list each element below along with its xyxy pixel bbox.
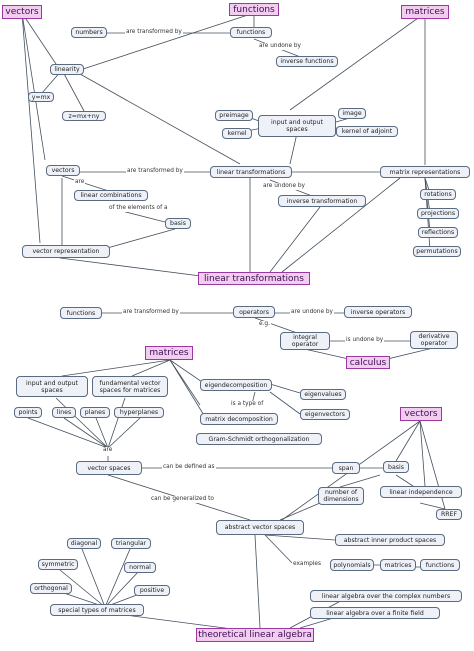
node-rotations: rotations (420, 189, 456, 200)
edge-label-eg: e.g. (258, 321, 271, 328)
node-orthogonal: orthogonal (30, 583, 72, 594)
edge-label-transformed-by-2: are transformed by (126, 168, 184, 175)
node-points: points (14, 407, 42, 418)
node-y-mx: y=mx (28, 92, 54, 102)
edge-label-are-2: are (102, 447, 114, 454)
hub-vectors-bottom: vectors (400, 407, 442, 421)
node-lines: lines (52, 407, 76, 418)
node-diagonal: diagonal (67, 538, 101, 549)
node-linear-combinations: linear combinations (74, 190, 148, 201)
node-integral-operator: integral operator (280, 332, 330, 350)
node-functions: functions (230, 27, 272, 38)
node-normal: normal (124, 562, 156, 573)
node-reflections: reflections (418, 227, 458, 238)
edge-label-generalized-to: can be generalized to (150, 496, 215, 503)
node-symmetric: symmetric (38, 559, 78, 570)
node-hyperplanes: hyperplanes (114, 407, 164, 418)
node-linear-independence: linear independence (380, 486, 462, 498)
node-linearity: linearity (50, 64, 84, 75)
edge-label-defined-as: can be defined as (162, 464, 216, 471)
node-inverse-transformation: inverse transformation (278, 195, 366, 207)
node-positive: positive (134, 585, 170, 596)
node-input-output-spaces: input and output spaces (258, 115, 336, 137)
hub-theoretical-linear-algebra: theoretical linear algebra (196, 628, 314, 642)
node-abstract-inner-product-spaces: abstract inner product spaces (335, 534, 445, 546)
hub-matrices-mid: matrices (145, 346, 193, 360)
node-basis-top: basis (165, 218, 191, 229)
hub-functions-top: functions (229, 3, 279, 16)
hub-calculus: calculus (346, 356, 390, 369)
node-special-types-of-matrices: special types of matrices (50, 604, 144, 616)
node-linear-transformations: linear transformations (210, 166, 292, 178)
node-basis-bottom: basis (383, 461, 409, 473)
node-input-output-spaces-2: input and output spaces (16, 376, 88, 397)
node-numbers: numbers (71, 27, 107, 38)
node-matrix-representations: matrix representations (380, 166, 470, 178)
node-abstract-vector-spaces: abstract vector spaces (216, 520, 304, 535)
edge-label-of-elements: of the elements of a (108, 205, 169, 212)
hub-matrices-top: matrices (401, 5, 449, 19)
edge-label-examples: examples (292, 561, 322, 568)
hub-vectors-top: vectors (2, 5, 42, 19)
edge-label-transformed-by-1: are transformed by (125, 29, 183, 36)
node-triangular: triangular (111, 538, 151, 549)
node-span: span (332, 462, 360, 474)
node-permutations: permutations (413, 246, 461, 257)
edge-label-transformed-by-3: are transformed by (122, 309, 180, 316)
node-matrices-small: matrices (380, 559, 416, 571)
node-kernel-of-adjoint: kernel of adjoint (336, 126, 398, 137)
node-gram-schmidt: Gram-Schmidt orthogonalization (196, 433, 322, 445)
edge-label-is-undone-by: is undone by (345, 337, 385, 344)
node-eigendecomposition: eigendecomposition (200, 379, 272, 391)
node-eigenvectors: eigenvectors (300, 409, 350, 420)
node-projections: projections (417, 208, 459, 219)
node-fundamental-vector-spaces: fundamental vector spaces for matrices (92, 376, 168, 397)
node-eigenvalues: eigenvalues (300, 389, 346, 400)
node-vector-spaces: vector spaces (76, 461, 142, 475)
node-la-finite-field: linear algebra over a finite field (310, 607, 440, 619)
node-inverse-functions: inverse functions (276, 56, 338, 67)
node-z-mx-ny: z=mx+ny (62, 111, 106, 121)
node-image: image (338, 108, 366, 119)
node-inverse-operators: inverse operators (344, 306, 412, 318)
edge-label-undone-by-3: are undone by (290, 309, 334, 316)
node-vector-representation: vector representation (22, 245, 110, 258)
node-vectors: vectors (46, 165, 80, 176)
node-derivative-operator: derivative operator (410, 331, 458, 349)
hub-linear-transformations: linear transformations (198, 272, 310, 285)
node-preimage: preimage (215, 110, 253, 121)
node-polynomials: polynomials (330, 559, 374, 571)
node-functions-small: functions (420, 559, 460, 571)
node-la-complex: linear algebra over the complex numbers (310, 590, 462, 602)
node-kernel: kernel (222, 128, 252, 139)
node-number-of-dimensions: number of dimensions (318, 487, 364, 505)
node-rref: RREF (436, 509, 462, 520)
edge-label-undone-by-2: are undone by (262, 183, 306, 190)
node-planes: planes (80, 407, 110, 418)
node-functions-mid: functions (60, 307, 102, 319)
node-operators: operators (233, 306, 275, 318)
edge-label-undone-by-1: are undone by (258, 43, 302, 50)
edge-label-are: are (74, 179, 86, 186)
node-matrix-decomposition: matrix decomposition (200, 413, 278, 425)
edge-label-is-a-type-of: is a type of (230, 401, 265, 408)
